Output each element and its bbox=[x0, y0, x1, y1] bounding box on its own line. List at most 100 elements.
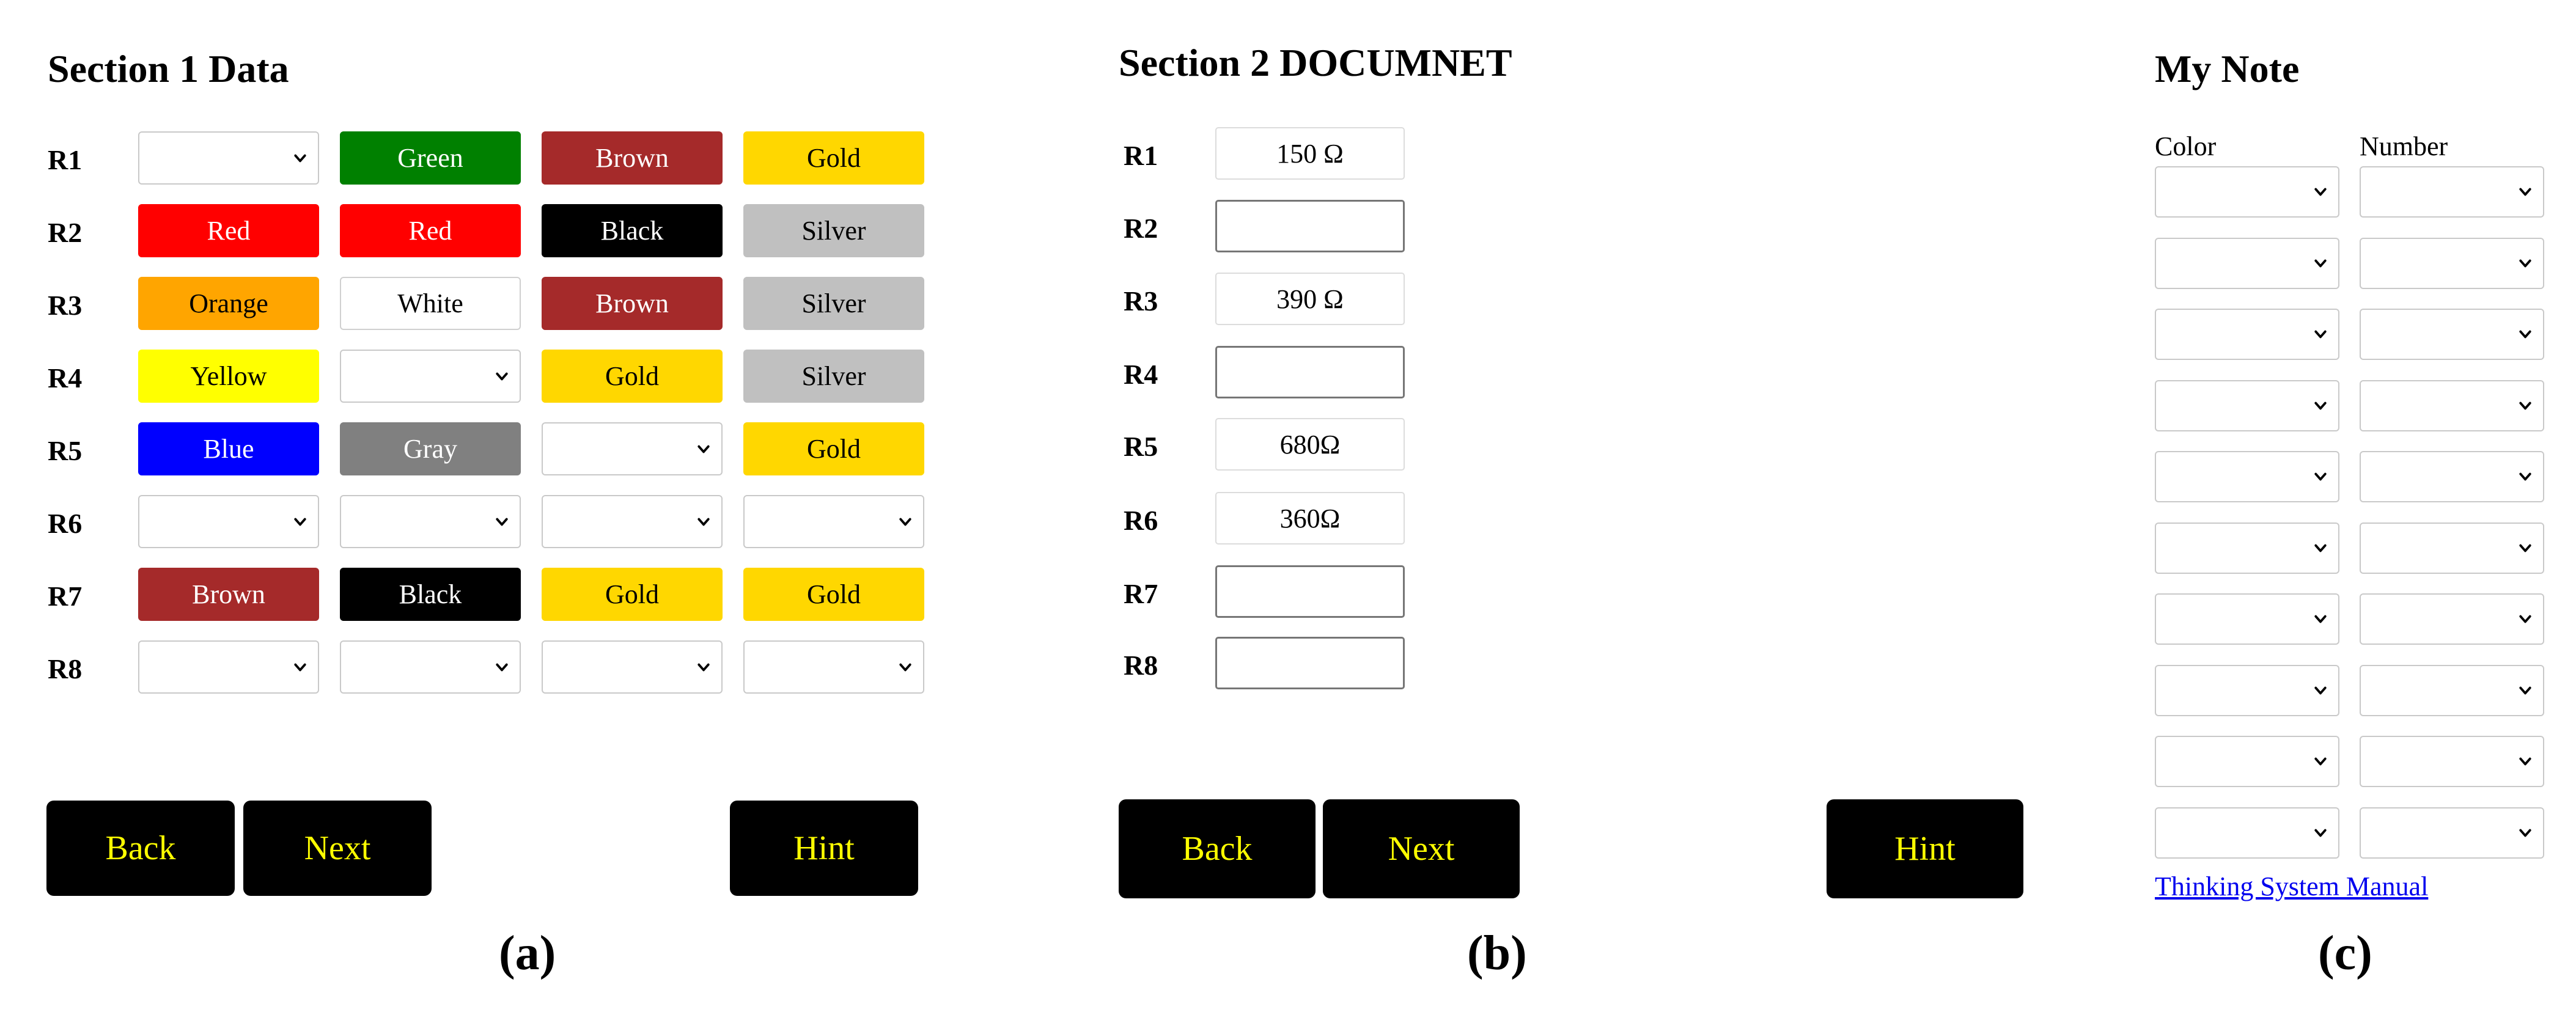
chevron-down-icon bbox=[697, 663, 710, 671]
note-number-select[interactable] bbox=[2360, 309, 2544, 360]
row-label: R7 bbox=[1124, 578, 1158, 609]
note-color-select[interactable] bbox=[2155, 380, 2339, 431]
note-color-select[interactable] bbox=[2155, 736, 2339, 787]
note-number-select[interactable] bbox=[2360, 807, 2544, 859]
band-color-chip[interactable]: Brown bbox=[542, 131, 723, 185]
band-color-select[interactable] bbox=[542, 640, 723, 694]
band-color-chip[interactable]: Brown bbox=[138, 568, 319, 621]
color-column-header: Color bbox=[2155, 131, 2217, 161]
chevron-down-icon bbox=[2519, 188, 2531, 196]
next-button[interactable]: Next bbox=[243, 801, 432, 896]
note-number-select[interactable] bbox=[2360, 522, 2544, 574]
chevron-down-icon bbox=[496, 663, 508, 671]
resistance-value[interactable]: 390 Ω bbox=[1215, 273, 1405, 325]
band-color-select[interactable] bbox=[542, 495, 723, 548]
chevron-down-icon bbox=[294, 518, 306, 526]
chevron-down-icon bbox=[899, 663, 911, 671]
resistance-input[interactable] bbox=[1215, 200, 1405, 252]
row-label: R3 bbox=[48, 290, 83, 321]
note-number-select[interactable] bbox=[2360, 451, 2544, 502]
note-color-select[interactable] bbox=[2155, 309, 2339, 360]
chevron-down-icon bbox=[2519, 472, 2531, 481]
resistance-input[interactable] bbox=[1215, 565, 1405, 618]
band-color-chip[interactable]: Black bbox=[542, 204, 723, 257]
note-number-select[interactable] bbox=[2360, 593, 2544, 645]
band-color-chip[interactable]: Gold bbox=[743, 131, 924, 185]
hint-button[interactable]: Hint bbox=[1827, 799, 2023, 898]
band-color-chip[interactable]: White bbox=[340, 277, 521, 330]
band-color-select[interactable] bbox=[138, 495, 319, 548]
note-number-select[interactable] bbox=[2360, 736, 2544, 787]
band-color-chip[interactable]: Gray bbox=[340, 422, 521, 475]
note-color-select[interactable] bbox=[2155, 664, 2339, 716]
band-color-select[interactable] bbox=[542, 422, 723, 475]
my-note-panel: My Note Color Number Thinking System Man… bbox=[2091, 0, 2576, 1012]
note-number-select[interactable] bbox=[2360, 237, 2544, 289]
band-color-select[interactable] bbox=[743, 495, 924, 548]
note-color-select[interactable] bbox=[2155, 522, 2339, 574]
caption-a: (a) bbox=[499, 926, 556, 980]
chevron-down-icon bbox=[2519, 829, 2531, 837]
number-column-header: Number bbox=[2360, 131, 2448, 161]
band-color-chip[interactable]: Blue bbox=[138, 422, 319, 475]
band-color-select[interactable] bbox=[340, 495, 521, 548]
chevron-down-icon bbox=[294, 154, 306, 162]
note-number-select[interactable] bbox=[2360, 166, 2544, 218]
row-label: R8 bbox=[1124, 650, 1158, 681]
band-color-chip[interactable]: Yellow bbox=[138, 350, 319, 403]
chevron-down-icon bbox=[2519, 402, 2531, 409]
band-color-chip[interactable]: Gold bbox=[542, 350, 723, 403]
row-label: R5 bbox=[48, 435, 83, 466]
chevron-down-icon bbox=[2314, 472, 2327, 481]
row-label: R7 bbox=[48, 581, 83, 612]
note-color-select[interactable] bbox=[2155, 166, 2339, 218]
band-color-chip[interactable]: Green bbox=[340, 131, 521, 185]
band-color-chip[interactable]: Gold bbox=[743, 422, 924, 475]
note-color-select[interactable] bbox=[2155, 593, 2339, 645]
band-color-chip[interactable]: Silver bbox=[743, 204, 924, 257]
row-label: R6 bbox=[48, 508, 83, 539]
resistance-value[interactable]: 150 Ω bbox=[1215, 127, 1405, 180]
chevron-down-icon bbox=[899, 518, 911, 526]
chevron-down-icon bbox=[496, 372, 508, 380]
band-color-select[interactable] bbox=[743, 640, 924, 694]
chevron-down-icon bbox=[2519, 544, 2531, 552]
chevron-down-icon bbox=[2314, 402, 2327, 409]
note-color-select[interactable] bbox=[2155, 451, 2339, 502]
band-color-chip[interactable]: Gold bbox=[542, 568, 723, 621]
resistance-value[interactable]: 360Ω bbox=[1215, 492, 1405, 544]
band-color-select[interactable] bbox=[138, 131, 319, 185]
thinking-system-manual-link[interactable]: Thinking System Manual bbox=[2155, 871, 2429, 901]
hint-button[interactable]: Hint bbox=[730, 801, 918, 896]
my-note-title: My Note bbox=[2155, 47, 2300, 90]
back-button[interactable]: Back bbox=[46, 801, 235, 896]
row-label: R4 bbox=[1124, 359, 1158, 390]
band-color-chip[interactable]: Gold bbox=[743, 568, 924, 621]
band-color-chip[interactable]: Silver bbox=[743, 350, 924, 403]
resistance-input[interactable] bbox=[1215, 637, 1405, 689]
next-button[interactable]: Next bbox=[1323, 799, 1520, 898]
row-label: R2 bbox=[1124, 213, 1158, 244]
resistance-value[interactable]: 680Ω bbox=[1215, 418, 1405, 471]
note-color-select[interactable] bbox=[2155, 807, 2339, 859]
resistance-input[interactable] bbox=[1215, 346, 1405, 398]
row-label: R5 bbox=[1124, 431, 1158, 462]
note-color-select[interactable] bbox=[2155, 237, 2339, 289]
chevron-down-icon bbox=[2314, 757, 2327, 766]
band-color-chip[interactable]: Orange bbox=[138, 277, 319, 330]
band-color-chip[interactable]: Red bbox=[340, 204, 521, 257]
band-color-chip[interactable]: Brown bbox=[542, 277, 723, 330]
band-color-chip[interactable]: Red bbox=[138, 204, 319, 257]
chevron-down-icon bbox=[2519, 757, 2531, 766]
band-color-select[interactable] bbox=[340, 640, 521, 694]
band-color-chip[interactable]: Silver bbox=[743, 277, 924, 330]
note-number-select[interactable] bbox=[2360, 380, 2544, 431]
band-color-select[interactable] bbox=[138, 640, 319, 694]
back-button[interactable]: Back bbox=[1119, 799, 1316, 898]
band-color-chip[interactable]: Black bbox=[340, 568, 521, 621]
chevron-down-icon bbox=[2314, 615, 2327, 623]
note-number-select[interactable] bbox=[2360, 664, 2544, 716]
chevron-down-icon bbox=[697, 518, 710, 526]
band-color-select[interactable] bbox=[340, 350, 521, 403]
chevron-down-icon bbox=[2314, 544, 2327, 552]
